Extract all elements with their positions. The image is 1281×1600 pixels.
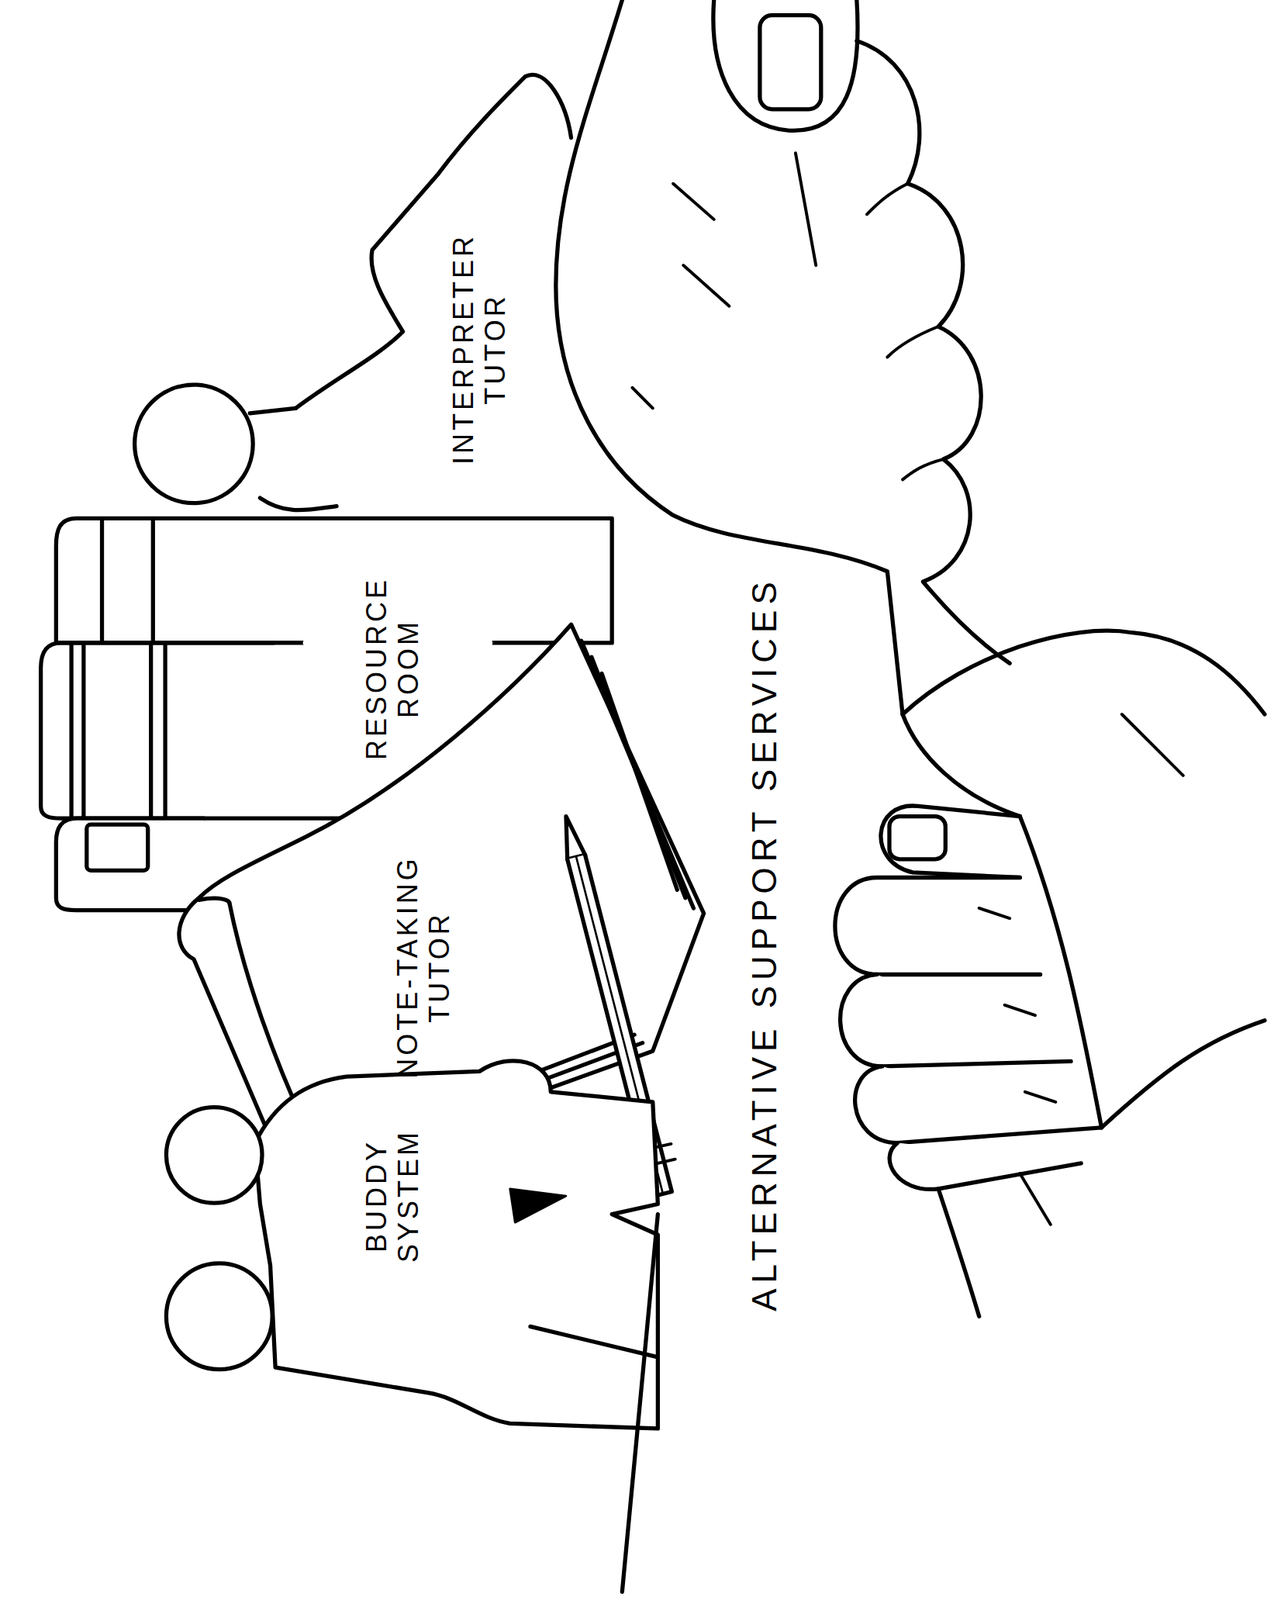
service-label: RESOURCE ROOM <box>360 563 425 774</box>
buddy-figures <box>165 1060 658 1592</box>
illustration-heading: ALTERNATIVE SUPPORT SERVICES <box>745 576 785 1311</box>
interpreter-figure <box>134 74 572 510</box>
service-label: INTERPRETER TUTOR <box>447 217 512 481</box>
service-label: BUDDY SYSTEM <box>360 1114 425 1278</box>
service-label: NOTE-TAKING TUTOR <box>391 839 456 1095</box>
fist <box>835 630 1265 1316</box>
